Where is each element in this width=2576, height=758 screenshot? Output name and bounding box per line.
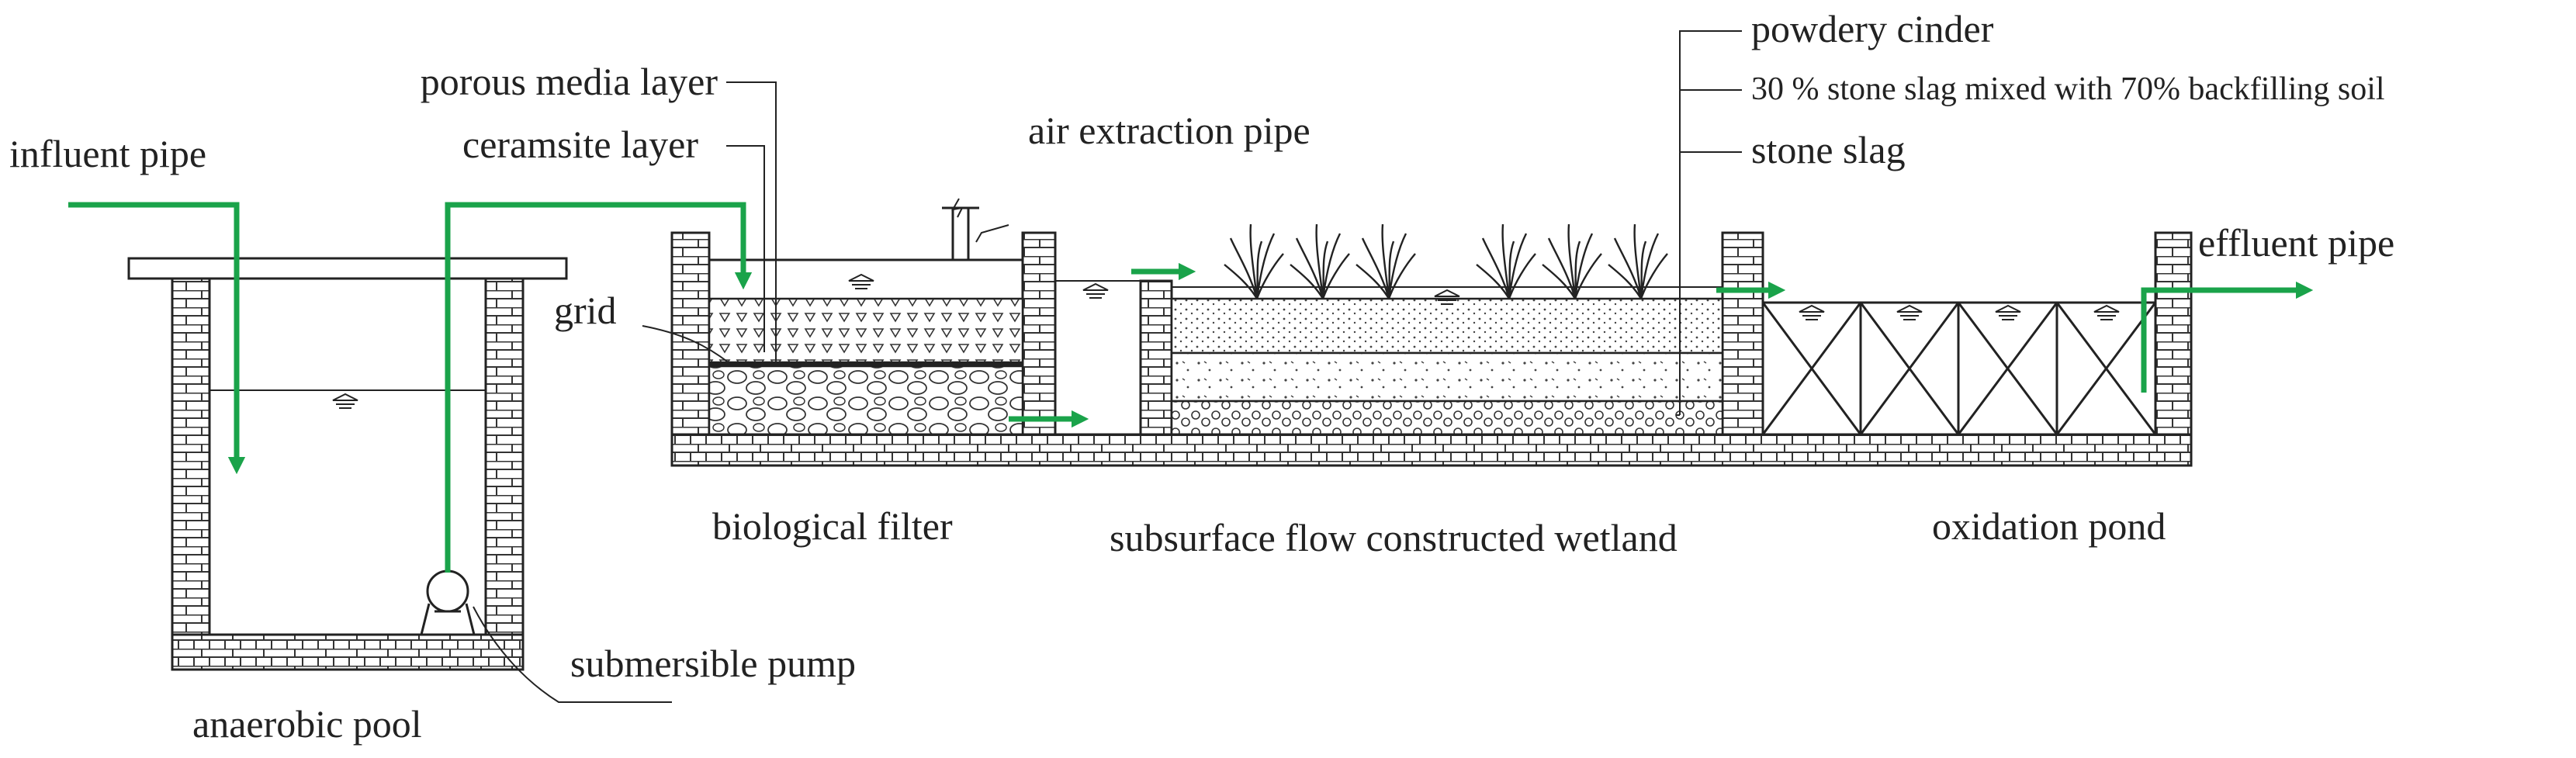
anaerobic-pool-cover — [127, 257, 568, 280]
pond-media-frames — [1761, 301, 2157, 436]
slag-soil-mix-label: 30 % stone slag mixed with 70% backfilli… — [1751, 71, 2385, 107]
connecting-channel — [1055, 280, 1148, 299]
influent-flow-arrow — [68, 202, 246, 475]
powdery-cinder-layer — [1170, 297, 1724, 355]
flow-arrows — [68, 202, 2314, 573]
grid-label: grid — [554, 289, 617, 332]
filter-left-wall — [670, 231, 711, 467]
water-level-marker — [2093, 305, 2120, 320]
submersible-pump-icon — [420, 569, 476, 635]
powdery-cinder-label: powdery cinder — [1751, 7, 1994, 50]
anaerobic-pool — [127, 257, 568, 671]
influent-pipe-label: influent pipe — [9, 132, 206, 175]
air-extraction-pipe-icon — [942, 198, 979, 260]
slag-soil-mix-layer — [1170, 351, 1724, 403]
water-level-marker — [1896, 305, 1923, 320]
biological-filter-label: biological filter — [712, 504, 953, 548]
water-level-marker — [1082, 283, 1109, 299]
porous-media-layer — [708, 297, 1024, 364]
biological-filter — [670, 198, 1057, 467]
ceramsite-layer — [708, 365, 1024, 436]
stone-slag-layer — [1170, 400, 1724, 436]
leader-lines — [473, 30, 1742, 703]
pump-lift-flow-arrow — [445, 202, 753, 573]
water-level-marker — [1995, 305, 2021, 320]
water-level-marker — [332, 393, 358, 409]
effluent-flow-arrow — [2141, 281, 2314, 393]
anaerobic-pool-label: anaerobic pool — [192, 702, 422, 746]
ceramsite-layer-label: ceramsite layer — [462, 123, 698, 166]
foundation — [670, 433, 2193, 467]
wetland-right-wall — [1721, 231, 1764, 467]
labels: influent pipe porous media layer ceramsi… — [9, 7, 2394, 746]
pond-right-wall — [2154, 231, 2193, 467]
water-level-marker — [1799, 305, 1825, 320]
constructed-wetland — [1139, 223, 1764, 467]
oxidation-pond-label: oxidation pond — [1932, 504, 2166, 548]
constructed-wetland-label: subsurface flow constructed wetland — [1110, 516, 1678, 559]
porous-media-layer-label: porous media layer — [421, 60, 718, 103]
water-level-marker — [848, 274, 874, 289]
anaerobic-pool-left-wall — [171, 277, 211, 671]
anaerobic-pool-floor — [171, 633, 525, 671]
anaerobic-pool-right-wall — [484, 277, 525, 671]
effluent-pipe-label: effluent pipe — [2198, 221, 2394, 265]
stone-slag-label: stone slag — [1751, 128, 1906, 171]
filter-right-wall — [1021, 231, 1057, 467]
oxidation-pond — [1761, 231, 2193, 467]
submersible-pump-label: submersible pump — [570, 642, 856, 685]
air-extraction-pipe-label: air extraction pipe — [1028, 109, 1311, 152]
